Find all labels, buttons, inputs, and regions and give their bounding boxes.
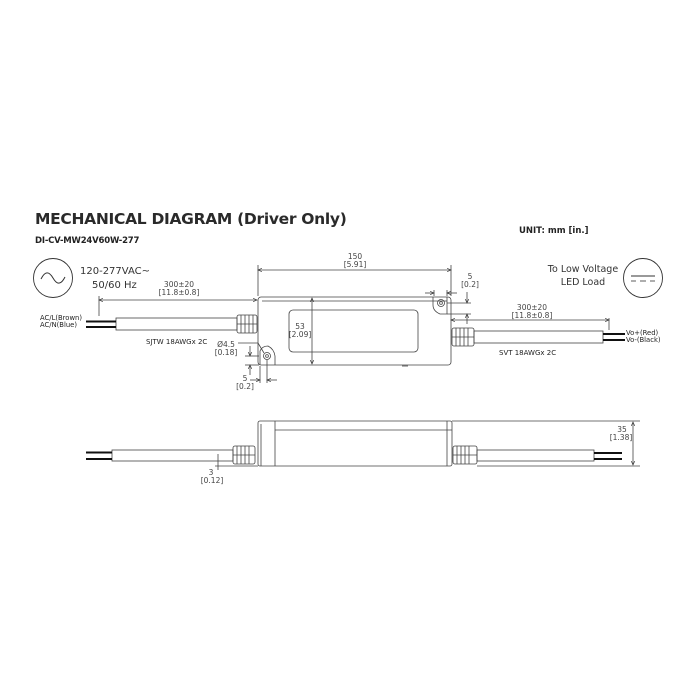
dim-height-in: [1.38] xyxy=(609,433,633,442)
output-length-mm: 300±20 xyxy=(516,303,548,312)
output-strain-relief xyxy=(451,327,475,347)
dim-width-mm: 53 xyxy=(295,322,305,331)
side-input-strain-relief xyxy=(232,445,256,465)
wire-vo-neg: Vo-(Black) xyxy=(626,336,661,344)
wire-ac-n: AC/N(Blue) xyxy=(40,321,77,329)
input-cable-spec: SJTW 18AWGx 2C xyxy=(146,338,208,346)
dim-tab-top-in: [0.2] xyxy=(461,280,479,289)
dim-hole-in: [0.18] xyxy=(214,348,238,357)
output-label-line2: LED Load xyxy=(560,277,606,288)
dim-tab-top-mm: 5 xyxy=(467,272,473,281)
dim-hole-mm: Ø4.5 xyxy=(217,340,235,349)
ac-sine-icon xyxy=(33,258,73,298)
dim-height-mm: 35 xyxy=(617,425,627,434)
input-length-mm: 300±20 xyxy=(163,280,195,289)
dim-length-mm: 150 xyxy=(347,252,363,261)
unit-label: UNIT: mm [in.] xyxy=(519,226,589,236)
dim-length-in: [5.91] xyxy=(343,260,367,269)
input-length-in: [11.8±0.8] xyxy=(158,288,200,297)
output-cable xyxy=(473,330,625,344)
wire-ac-l: AC/L(Brown) xyxy=(40,314,82,322)
dim-base-offset-in: [0.12] xyxy=(200,476,224,485)
input-frequency: 50/60 Hz xyxy=(92,280,137,291)
dim-tab-bottom-in: [0.2] xyxy=(236,382,254,391)
dim-base-offset-mm: 3 xyxy=(208,468,214,477)
output-label-line1: To Low Voltage xyxy=(547,264,619,275)
input-cable xyxy=(86,317,238,331)
driver-body-side-view xyxy=(257,420,453,467)
dc-icon xyxy=(623,258,663,298)
input-strain-relief xyxy=(236,314,258,334)
side-output-strain-relief xyxy=(452,445,478,465)
dim-tab-bottom-mm: 5 xyxy=(242,374,248,383)
driver-body-top-view xyxy=(257,296,452,367)
input-voltage: 120-277VAC~ xyxy=(80,266,151,277)
model-number: DI-CV-MW24V60W-277 xyxy=(35,236,140,246)
wire-vo-pos: Vo+(Red) xyxy=(626,329,659,337)
dim-width-in: [2.09] xyxy=(288,330,312,339)
output-length-in: [11.8±0.8] xyxy=(511,311,553,320)
page-title: MECHANICAL DIAGRAM (Driver Only) xyxy=(35,210,347,228)
output-cable-spec: SVT 18AWGx 2C xyxy=(499,349,557,357)
